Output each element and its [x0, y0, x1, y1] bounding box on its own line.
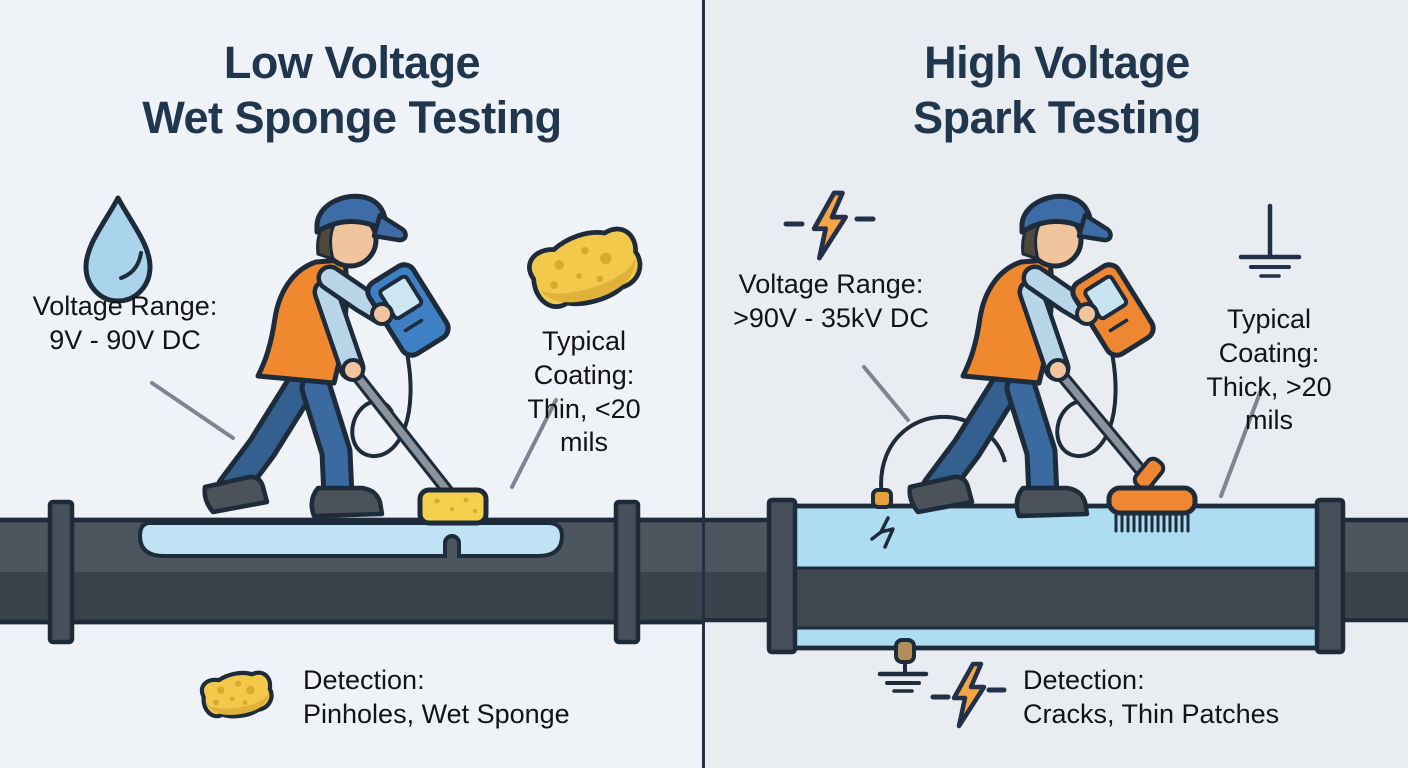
left-detection-label: Detection: Pinholes, Wet Sponge — [303, 665, 570, 729]
worker-figure — [202, 193, 489, 526]
pipe-flange — [613, 499, 641, 645]
boot — [309, 485, 385, 519]
ground-symbol-icon — [1238, 203, 1302, 278]
leader-line — [510, 398, 558, 489]
ground-symbol-icon — [877, 671, 929, 693]
boot — [202, 474, 270, 515]
sponge-icon — [527, 226, 643, 309]
pipe-flange — [47, 499, 75, 645]
lead-connector — [871, 488, 893, 509]
crack-mark — [870, 516, 895, 549]
cap — [1019, 193, 1095, 235]
cap — [314, 193, 390, 235]
sponge-tool — [417, 487, 489, 526]
boot — [1014, 485, 1090, 519]
boot — [907, 474, 975, 515]
worker-figure — [907, 193, 1198, 533]
panel-low-voltage: Low Voltage Wet Sponge Testing — [0, 37, 704, 729]
cap-brim — [371, 212, 408, 243]
left-panel-title: Low Voltage Wet Sponge Testing — [142, 37, 562, 143]
illustration-spark-testing — [705, 0, 1408, 768]
illustration-wet-sponge-testing — [0, 193, 704, 719]
lightning-bolt-icon — [930, 664, 1007, 726]
water-drop-icon — [83, 195, 153, 304]
sponge-icon — [199, 670, 274, 719]
hand — [341, 358, 365, 382]
left-coating-label: Typical Coating: Thin, <20 mils — [527, 326, 641, 458]
right-detection-label: Detection: Cracks, Thin Patches — [1023, 665, 1280, 729]
leader-line — [1219, 388, 1263, 498]
pipe — [0, 499, 704, 645]
hand — [370, 302, 394, 326]
panel-divider — [702, 0, 705, 768]
ground-wire — [877, 638, 929, 693]
cap-brim — [1076, 212, 1113, 243]
leader-line — [862, 365, 910, 422]
lightning-bolt-icon — [783, 193, 876, 258]
hand — [1046, 358, 1070, 382]
right-coating-label: Typical Coating: Thick, >20 mils — [1206, 304, 1332, 436]
pipe-flange — [766, 497, 798, 655]
pipe — [705, 497, 1408, 655]
right-panel-title: High Voltage Spark Testing — [913, 37, 1201, 143]
panel-high-voltage: High Voltage Spark Testing — [705, 0, 1408, 768]
leader-line — [150, 381, 235, 440]
pipe-flange — [1314, 497, 1346, 655]
right-voltage-range-label: Voltage Range: >90V - 35kV DC — [733, 269, 929, 333]
left-voltage-range-label: Voltage Range: 9V - 90V DC — [32, 291, 218, 355]
coating-patch — [137, 521, 565, 558]
hand — [1075, 302, 1099, 326]
spark-brush-tool — [1106, 456, 1198, 533]
test-lead-cable — [879, 414, 1007, 499]
